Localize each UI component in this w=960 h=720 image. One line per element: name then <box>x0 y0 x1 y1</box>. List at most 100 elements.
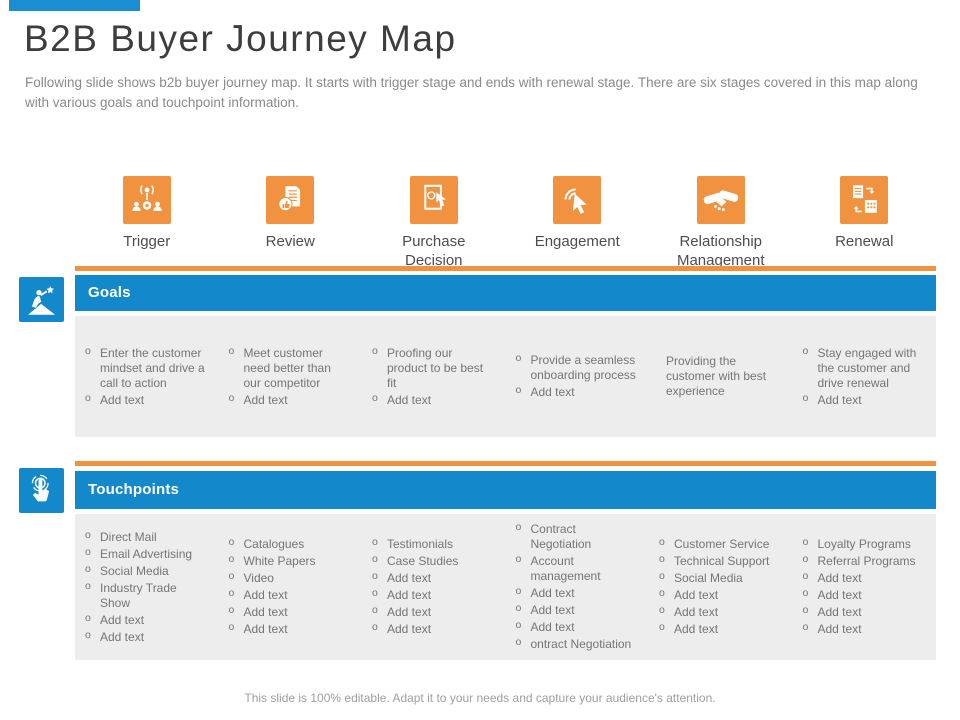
list-item: Proofing our product to be best fit <box>371 345 495 391</box>
touchpoints-list: CataloguesWhite PapersVideoAdd textAdd t… <box>228 535 316 639</box>
list-item: Add text <box>228 587 316 603</box>
list-item: Social Media <box>658 570 769 586</box>
list-item: Video <box>228 570 316 586</box>
touchpoints-list: Contract NegotiationAccount managementAd… <box>515 520 639 654</box>
goals-column-4: Provide a seamless onboarding processAdd… <box>506 351 650 402</box>
list-item: Email Advertising <box>84 546 208 562</box>
goals-column-5: Providing the customer with best experie… <box>649 352 793 401</box>
list-item: Add text <box>228 392 352 408</box>
list-item: Provide a seamless onboarding process <box>515 352 639 383</box>
list-item: Add text <box>802 621 916 637</box>
touchpoints-column-5: Customer ServiceTechnical SupportSocial … <box>649 535 793 639</box>
touchpoints-list: Loyalty ProgramsReferral ProgramsAdd tex… <box>802 535 916 639</box>
goals-list: Enter the customer mindset and drive a c… <box>84 344 208 410</box>
list-item: ontract Negotiation <box>515 636 639 652</box>
list-item: Add text <box>84 629 208 645</box>
list-item: Contract Negotiation <box>515 521 639 552</box>
handshake-icon <box>696 176 745 224</box>
list-item: Add text <box>515 619 639 635</box>
list-item: Stay engaged with the customer and drive… <box>802 345 926 391</box>
stage-label: Renewal <box>835 233 894 250</box>
list-item: Referral Programs <box>802 553 916 569</box>
list-item: Account management <box>515 553 639 584</box>
touchpoints-list: Customer ServiceTechnical SupportSocial … <box>658 535 769 639</box>
slide-title: B2B Buyer Journey Map <box>24 18 457 59</box>
goals-panel: Enter the customer mindset and drive a c… <box>75 316 936 437</box>
list-item: Loyalty Programs <box>802 536 916 552</box>
stage-review: Review <box>219 176 363 271</box>
list-item: Testimonials <box>371 536 458 552</box>
stage-trigger: Trigger <box>75 176 219 271</box>
list-item: Technical Support <box>658 553 769 569</box>
list-item: Add text <box>84 392 208 408</box>
document-building-exchange-icon <box>840 176 889 224</box>
screen-pointing-hand-icon <box>409 176 458 224</box>
goals-column-1: Enter the customer mindset and drive a c… <box>75 344 219 410</box>
list-item: Add text <box>658 621 769 637</box>
list-item: Add text <box>515 602 639 618</box>
list-item: Add text <box>515 585 639 601</box>
list-item: Catalogues <box>228 536 316 552</box>
list-item: Customer Service <box>658 536 769 552</box>
document-review-icon <box>266 176 315 224</box>
tap-hand-icon <box>19 468 64 513</box>
list-item: Direct Mail <box>84 529 208 545</box>
stage-label: Trigger <box>123 233 171 250</box>
goals-list: Proofing our product to be best fitAdd t… <box>371 344 495 410</box>
list-item: Add text <box>658 604 769 620</box>
list-item: Social Media <box>84 563 208 579</box>
list-item: Add text <box>802 587 916 603</box>
stage-renewal: Renewal <box>793 176 937 271</box>
touchpoints-list: TestimonialsCase StudiesAdd textAdd text… <box>371 535 458 639</box>
list-item: Add text <box>371 587 458 603</box>
list-item: Add text <box>371 604 458 620</box>
touchpoints-list: Direct MailEmail AdvertisingSocial Media… <box>84 528 208 647</box>
touchpoints-column-2: CataloguesWhite PapersVideoAdd textAdd t… <box>219 535 363 639</box>
stage-relationship-management: Relationship Management <box>649 176 793 271</box>
goals-orange-rule <box>75 266 936 271</box>
stage-label: Review <box>265 233 315 250</box>
list-item: Industry Trade Show <box>84 580 208 611</box>
slide-footer-note: This slide is 100% editable. Adapt it to… <box>244 691 716 705</box>
goals-list: Providing the customer with best experie… <box>666 352 782 401</box>
list-item: Meet customer need better than our compe… <box>228 345 352 391</box>
list-item: Add text <box>228 604 316 620</box>
list-item: Case Studies <box>371 553 458 569</box>
touchpoints-column-1: Direct MailEmail AdvertisingSocial Media… <box>75 528 219 647</box>
touchpoints-orange-rule <box>75 461 936 466</box>
touchpoints-panel: Direct MailEmail AdvertisingSocial Media… <box>75 514 936 660</box>
broadcast-audience-icon <box>122 176 171 224</box>
stage-purchase-decision: Purchase Decision <box>362 176 506 271</box>
list-item: Add text <box>84 612 208 628</box>
list-item: Providing the customer with best experie… <box>666 354 767 398</box>
slide-description: Following slide shows b2b buyer journey … <box>25 75 918 110</box>
mountain-climb-star-icon <box>19 277 64 322</box>
list-item: Add text <box>371 570 458 586</box>
list-item: Add text <box>802 392 926 408</box>
touchpoints-column-3: TestimonialsCase StudiesAdd textAdd text… <box>362 535 506 639</box>
goals-section-header: Goals <box>75 275 936 311</box>
list-item: Add text <box>802 604 916 620</box>
goals-list: Meet customer need better than our compe… <box>228 344 352 410</box>
cursor-click-icon <box>553 176 602 224</box>
list-item: Enter the customer mindset and drive a c… <box>84 345 208 391</box>
list-item: Add text <box>371 392 495 408</box>
touchpoints-column-6: Loyalty ProgramsReferral ProgramsAdd tex… <box>793 535 937 639</box>
list-item: Add text <box>515 384 639 400</box>
list-item: Add text <box>802 570 916 586</box>
list-item: Add text <box>371 621 458 637</box>
goals-list: Stay engaged with the customer and drive… <box>802 344 926 410</box>
list-item: Add text <box>228 621 316 637</box>
top-accent-bar <box>9 0 140 11</box>
stage-label: Relationship Management <box>676 233 765 269</box>
stage-label: Purchase Decision <box>402 233 466 269</box>
list-item: Add text <box>658 587 769 603</box>
goals-column-6: Stay engaged with the customer and drive… <box>793 344 937 410</box>
list-item: White Papers <box>228 553 316 569</box>
goals-column-2: Meet customer need better than our compe… <box>219 344 363 410</box>
stage-row: Trigger Review Purchase Decision <box>75 176 936 271</box>
stage-label: Engagement <box>534 233 620 250</box>
touchpoints-column-4: Contract NegotiationAccount managementAd… <box>506 520 650 654</box>
goals-column-3: Proofing our product to be best fitAdd t… <box>362 344 506 410</box>
